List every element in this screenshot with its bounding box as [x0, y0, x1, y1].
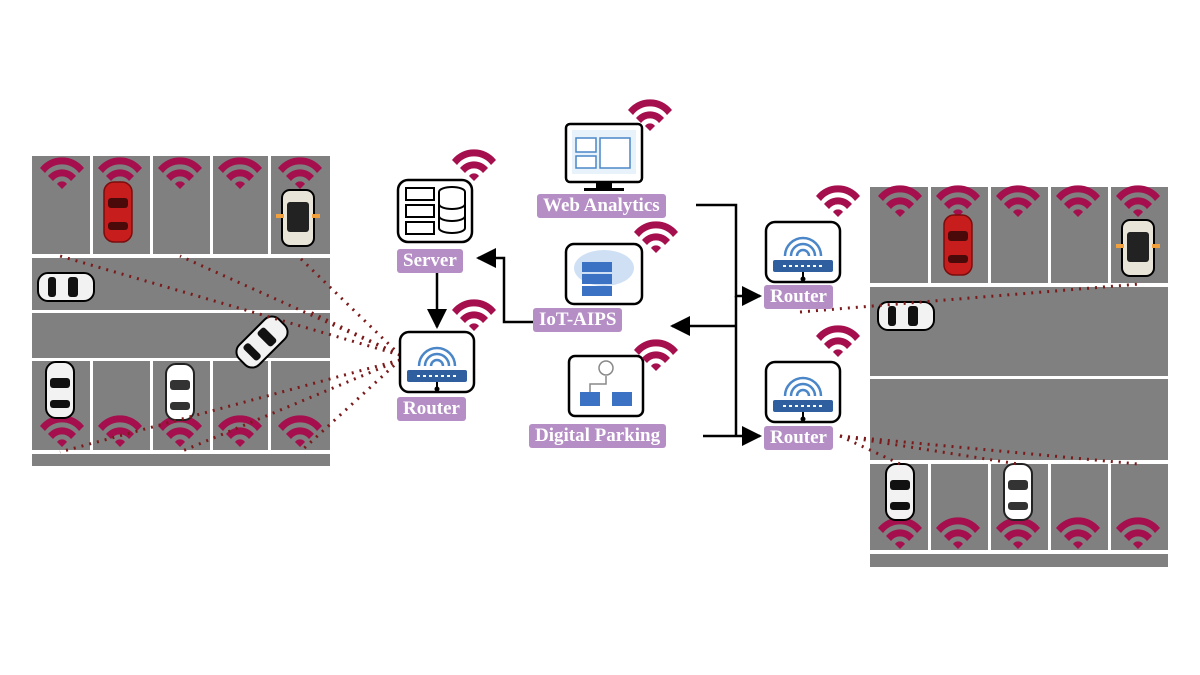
router-icon [764, 220, 842, 284]
car-icon [165, 363, 195, 421]
left-parking-lot [32, 152, 402, 466]
car-icon [103, 181, 133, 243]
car-icon [275, 189, 321, 247]
wifi-icon [816, 185, 860, 217]
monitor-icon [564, 122, 644, 191]
router-left-label: Router [397, 397, 466, 421]
car-icon [877, 301, 935, 331]
car-icon [943, 214, 973, 276]
car-icon [1115, 219, 1161, 277]
wifi-icon [452, 299, 496, 331]
iot-aips-label: IoT-AIPS [533, 308, 623, 332]
car-icon [45, 361, 75, 419]
wifi-icon [816, 325, 860, 357]
router-icon [398, 330, 476, 394]
car-icon [37, 272, 95, 302]
wifi-icon [452, 149, 496, 181]
sensor-beams-left [59, 254, 402, 454]
router-right-top-label: Router [764, 285, 833, 309]
server-icon [396, 178, 474, 244]
server-label: Server [397, 249, 463, 273]
router-right-bottom-label: Router [764, 426, 833, 450]
cloud-database-icon [564, 242, 644, 306]
car-icon [885, 463, 915, 521]
network-icon [567, 354, 645, 418]
web-analytics-label: Web Analytics [537, 194, 666, 218]
car-icon [1003, 463, 1033, 521]
sensor-beams-right [799, 282, 1141, 466]
router-icon [764, 360, 842, 424]
right-parking-lot [799, 182, 1168, 567]
digital-parking-label: Digital Parking [529, 424, 667, 448]
connectors [427, 203, 762, 446]
